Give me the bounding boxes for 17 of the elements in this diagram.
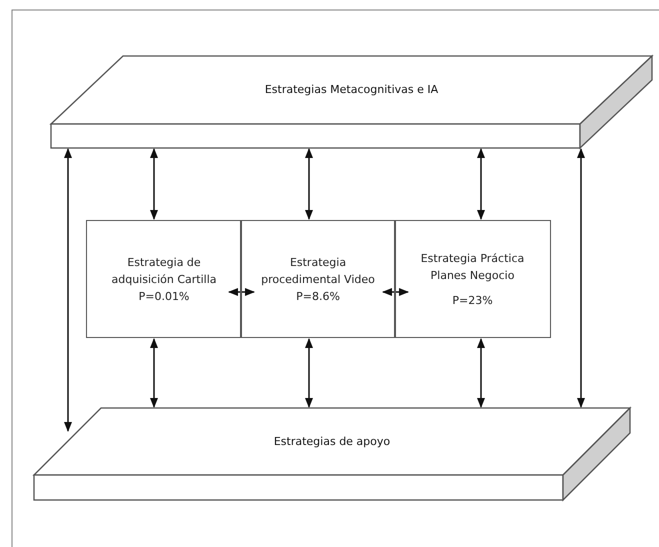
double-arrow: [477, 338, 485, 408]
double-arrow: [150, 338, 158, 408]
strategy-box: [394, 220, 551, 338]
strategy-box: [86, 220, 242, 338]
strategy-box: [240, 220, 396, 338]
double-arrow: [64, 148, 72, 432]
double-arrow: [228, 288, 255, 296]
strategy-text: P=23%: [451, 292, 494, 308]
strategy-text: Estrategia de adquisición Cartilla P=0.01%: [110, 254, 218, 304]
double-arrow: [305, 148, 313, 220]
double-arrow: [477, 148, 485, 220]
double-arrow: [150, 148, 158, 220]
double-arrow: [577, 148, 585, 408]
strategy-text: Estrategia Práctica Planes Negocio: [420, 250, 526, 284]
double-arrow: [305, 338, 313, 408]
strategy-text: Estrategia procedimental Video P=8.6%: [260, 254, 376, 304]
double-arrow: [382, 288, 409, 296]
